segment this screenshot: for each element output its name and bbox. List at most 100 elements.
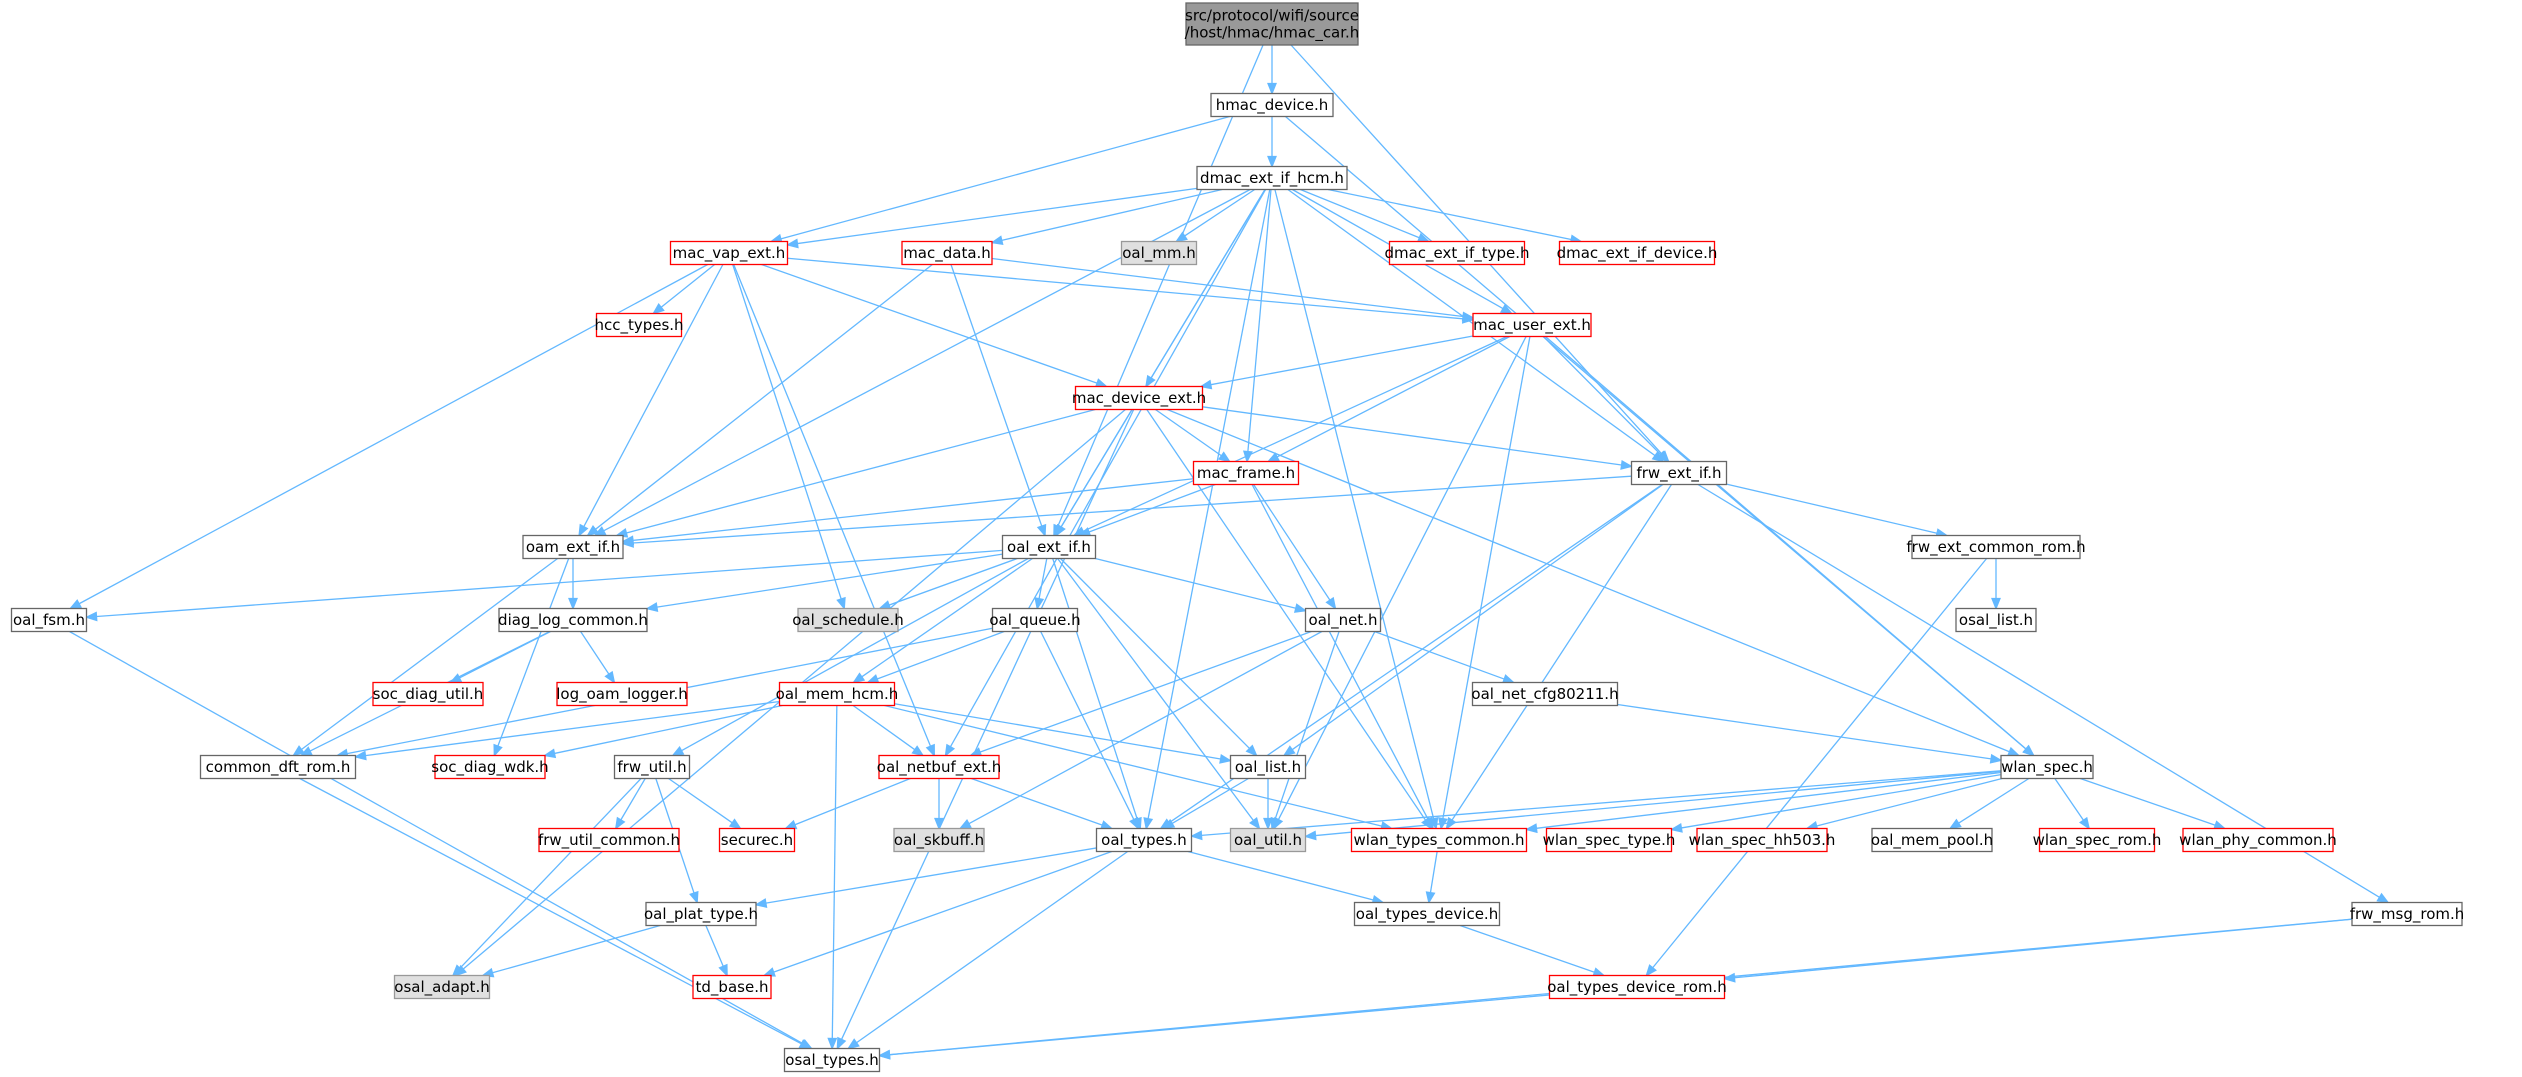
edge-line: [1059, 558, 1250, 749]
node-hcc_types[interactable]: hcc_types.h: [594, 312, 684, 338]
edge-arrowhead: [718, 963, 728, 978]
edge-arrowhead: [689, 890, 699, 905]
edge-arrowhead: [542, 748, 557, 759]
node-wlan_spec_rom[interactable]: wlan_spec_rom.h: [2033, 827, 2162, 853]
node-mac_data[interactable]: mac_data.h: [901, 240, 993, 266]
node-hmac_device[interactable]: hmac_device.h: [1210, 92, 1334, 118]
node-oam_ext_if[interactable]: oam_ext_if.h: [522, 534, 624, 560]
node-wlan_spec_type[interactable]: wlan_spec_type.h: [1543, 827, 1676, 853]
edge-line: [660, 263, 716, 308]
edge-arrowhead: [671, 745, 685, 757]
node-frw_util_common[interactable]: frw_util_common.h: [538, 827, 680, 853]
edge-mac_vap_ext-to-hcc_types: [652, 263, 716, 315]
node-oal_plat_type[interactable]: oal_plat_type.h: [644, 901, 758, 927]
node-log_oam_logger[interactable]: log_oam_logger.h: [556, 681, 688, 707]
edge-mac_user_ext-to-oal_ext_if: [1072, 335, 1508, 537]
node-oal_net[interactable]: oal_net.h: [1304, 607, 1382, 633]
node-oal_types_device[interactable]: oal_types_device.h: [1353, 901, 1501, 927]
edge-line: [1038, 558, 1048, 599]
edge-oal_plat_type-to-osal_adapt: [481, 924, 661, 978]
node-box: [797, 607, 899, 633]
node-oal_fsm[interactable]: oal_fsm.h: [10, 607, 88, 633]
node-oal_types[interactable]: oal_types.h: [1095, 827, 1193, 853]
edge-oal_ext_if-to-oal_util: [1057, 558, 1261, 830]
edge-hmac_device-to-dmac_ext_if_hcm: [1267, 116, 1277, 169]
node-soc_diag_util[interactable]: soc_diag_util.h: [372, 681, 484, 707]
node-wlan_spec_hh503[interactable]: wlan_spec_hh503.h: [1689, 827, 1836, 853]
node-dmac_ext_if_hcm[interactable]: dmac_ext_if_hcm.h: [1196, 165, 1348, 191]
node-mac_device_ext[interactable]: mac_device_ext.h: [1072, 385, 1206, 411]
node-frw_ext_if[interactable]: frw_ext_if.h: [1630, 460, 1728, 486]
edge-line: [1253, 484, 1331, 601]
node-frw_ext_common_rom[interactable]: frw_ext_common_rom.h: [1906, 534, 2086, 560]
edge-mac_device_ext-to-mac_frame: [1155, 408, 1232, 463]
node-box: [878, 754, 1000, 780]
edge-line: [1816, 777, 2003, 827]
node-box: [522, 534, 624, 560]
node-oal_list[interactable]: oal_list.h: [1229, 754, 1307, 780]
node-oal_netbuf_ext[interactable]: oal_netbuf_ext.h: [877, 754, 1001, 780]
node-oal_types_device_rom[interactable]: oal_types_device_rom.h: [1547, 974, 1727, 1000]
node-osal_list[interactable]: osal_list.h: [1955, 607, 2037, 633]
edge-arrowhead: [866, 674, 880, 684]
node-soc_diag_wdk[interactable]: soc_diag_wdk.h: [431, 754, 549, 780]
edge-arrowhead: [1263, 817, 1273, 831]
node-osal_types[interactable]: osal_types.h: [783, 1047, 881, 1073]
edge-arrowhead: [1293, 603, 1308, 613]
node-diag_log_common[interactable]: diag_log_common.h: [498, 607, 648, 633]
edge-arrowhead: [614, 816, 626, 831]
edge-line: [761, 263, 1098, 384]
edge-oal_types_device-to-oal_types_device_rom: [1459, 924, 1606, 977]
edge-arrowhead: [1303, 830, 1317, 841]
node-mac_frame[interactable]: mac_frame.h: [1192, 460, 1300, 486]
node-root[interactable]: src/protocol/wifi/source/host/hmac/hmac_…: [1185, 2, 1360, 46]
node-wlan_phy_common[interactable]: wlan_phy_common.h: [2179, 827, 2337, 853]
node-label: mac_frame.h: [1197, 464, 1295, 483]
node-mac_vap_ext[interactable]: mac_vap_ext.h: [669, 240, 789, 266]
node-oal_skbuff[interactable]: oal_skbuff.h: [893, 827, 985, 853]
node-oal_ext_if[interactable]: oal_ext_if.h: [1001, 534, 1097, 560]
edge-line: [780, 115, 1230, 240]
node-mac_user_ext[interactable]: mac_user_ext.h: [1472, 312, 1592, 338]
edge-frw_ext_common_rom-to-oal_types_device_rom: [1645, 558, 1988, 977]
edge-oal_netbuf_ext-to-oal_types: [971, 777, 1114, 830]
node-box: [1696, 827, 1828, 853]
node-osal_adapt[interactable]: osal_adapt.h: [393, 974, 491, 1000]
edge-mac_vap_ext-to-oal_schedule: [732, 264, 846, 611]
edge-line: [1247, 189, 1272, 452]
node-td_base[interactable]: td_base.h: [692, 974, 772, 1000]
node-box: [893, 827, 985, 853]
node-oal_mm[interactable]: oal_mm.h: [1120, 240, 1198, 266]
node-oal_schedule[interactable]: oal_schedule.h: [792, 607, 904, 633]
edge-arrowhead: [852, 672, 866, 684]
node-frw_msg_rom[interactable]: frw_msg_rom.h: [2350, 901, 2465, 927]
node-oal_queue[interactable]: oal_queue.h: [989, 607, 1081, 633]
edge-line: [1202, 406, 1622, 466]
edge-line: [861, 557, 1033, 678]
edge-line: [794, 777, 911, 826]
node-oal_util[interactable]: oal_util.h: [1229, 827, 1307, 853]
node-oal_mem_pool[interactable]: oal_mem_pool.h: [1871, 827, 1993, 853]
node-dmac_ext_if_type[interactable]: dmac_ext_if_type.h: [1384, 240, 1530, 266]
node-frw_util[interactable]: frw_util.h: [613, 754, 691, 780]
node-box: [2351, 901, 2463, 927]
edge-arrowhead: [2376, 892, 2390, 904]
node-oal_net_cfg80211[interactable]: oal_net_cfg80211.h: [1471, 681, 1619, 707]
node-common_dft_rom[interactable]: common_dft_rom.h: [199, 754, 357, 780]
node-wlan_types_common[interactable]: wlan_types_common.h: [1350, 827, 1528, 853]
edge-line: [1095, 557, 1296, 609]
edge-oal_mem_hcm-to-osal_types: [827, 705, 838, 1051]
node-box: [645, 901, 757, 927]
edge-line: [991, 257, 1464, 318]
node-box: [595, 312, 683, 338]
node-securec[interactable]: securec.h: [718, 827, 796, 853]
edge-arrowhead: [353, 750, 367, 761]
node-dmac_ext_if_device[interactable]: dmac_ext_if_device.h: [1557, 240, 1718, 266]
edge-line: [733, 264, 932, 747]
node-wlan_spec[interactable]: wlan_spec.h: [2000, 754, 2094, 780]
edge-arrowhead: [878, 600, 892, 610]
node-oal_mem_hcm[interactable]: oal_mem_hcm.h: [776, 681, 899, 707]
edge-arrowhead: [1094, 378, 1109, 388]
node-label: frw_util_common.h: [538, 831, 680, 850]
edge-dmac_ext_if_hcm-to-mac_vap_ext: [785, 187, 1198, 249]
